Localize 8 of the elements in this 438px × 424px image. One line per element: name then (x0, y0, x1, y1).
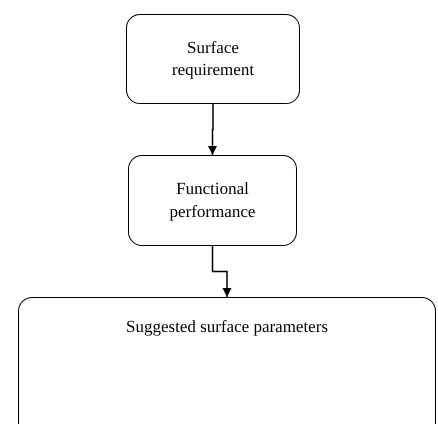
arrow (208, 104, 217, 155)
arrow (212, 246, 232, 297)
process-box (18, 297, 436, 424)
node-label: Surface requirement (170, 36, 256, 81)
process-box (126, 14, 300, 104)
node-label: Functional performance (168, 178, 256, 223)
process-box (128, 155, 297, 246)
node-label: Suggested surface parameters (126, 316, 328, 338)
